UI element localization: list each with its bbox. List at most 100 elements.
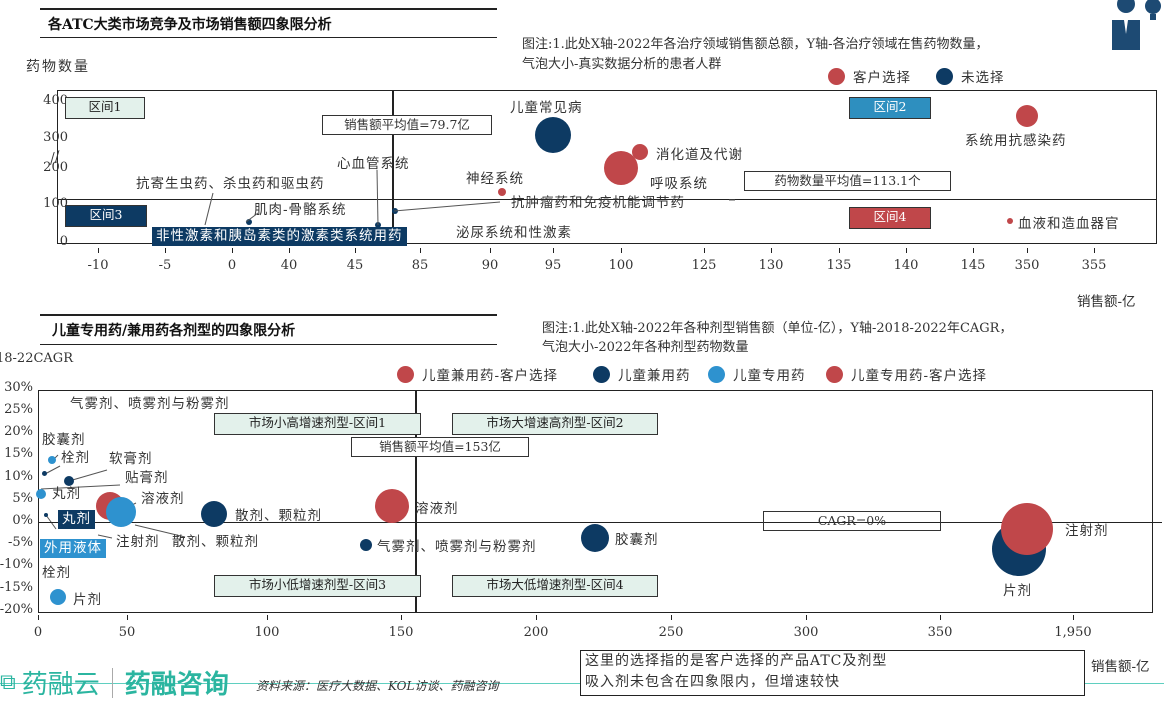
bottom-zero-line [38, 522, 1162, 523]
bubble-point [374, 489, 409, 524]
bubble-point [391, 207, 398, 214]
x-tick-mark [621, 248, 622, 253]
y-tick-label: 300 [43, 130, 68, 145]
x-tick-label: 200 [523, 625, 549, 640]
y-tick-label: -20% [0, 601, 33, 617]
bubble-point [498, 188, 507, 197]
x-tick-mark [38, 615, 39, 620]
top-y-axis-label: 药物数量 [26, 59, 90, 75]
x-tick-label: 100 [608, 258, 634, 273]
point-label-highlight: 丸剂 [58, 510, 95, 529]
quadrant-3-label: 区间3 [65, 205, 147, 227]
point-label-highlight: 外用液体 [40, 539, 106, 558]
bubble-point [106, 496, 137, 527]
point-label: 血液和造血器官 [1018, 216, 1120, 232]
x-tick-mark [401, 615, 402, 620]
y-tick-label: 20% [4, 424, 33, 440]
quadrant-1-label: 区间1 [65, 97, 145, 119]
point-label: 抗寄生虫药、杀虫药和驱虫药 [136, 176, 325, 192]
bottom-chart-title: 儿童专用药/兼用药各剂型的四象限分析 [52, 323, 296, 339]
x-tick-label: -5 [158, 258, 172, 273]
x-tick-mark [771, 248, 772, 253]
point-label: 软膏剂 [109, 451, 153, 467]
y-mean-label: CAGR=0% [763, 511, 941, 531]
point-label: 抗肿瘤药和免疫机能调节药 [511, 195, 685, 211]
x-tick-label: 125 [691, 258, 717, 273]
x-tick-mark [940, 615, 941, 620]
bubble-point [604, 150, 638, 185]
top-y-mean-line [57, 199, 1157, 200]
top-legend-customer: 客户选择 [828, 66, 911, 86]
point-label-highlight: 非性激素和胰岛素类的激素类系统用药 [152, 227, 407, 246]
point-label: 儿童常见病 [510, 100, 583, 116]
top-x-axis-label: 销售额-亿 [1077, 294, 1136, 310]
y-tick-label: -5% [7, 535, 33, 551]
y-tick-label: 200 [43, 160, 68, 175]
bubble-point [63, 475, 74, 486]
point-label: 肌肉-骨骼系统 [254, 202, 347, 218]
x-tick-label: 355 [1081, 258, 1107, 273]
top-note-line1: 图注:1.此处X轴-2022年各治疗领域销售额总额，Y轴-各治疗领域在售药物数量… [522, 37, 989, 52]
point-label: 溶液剂 [141, 491, 185, 507]
point-label: 贴膏剂 [125, 470, 169, 486]
point-label: 散剂、颗粒剂 [235, 508, 322, 524]
point-label: 呼吸系统 [650, 176, 708, 192]
x-tick-label: 1,950 [1054, 625, 1092, 640]
x-tick-label: 85 [411, 258, 429, 273]
bubble-point [360, 539, 373, 552]
y-tick-label: 400 [43, 93, 68, 108]
legend-marker [826, 365, 843, 383]
bubble-point [42, 470, 48, 476]
person-lightbulb-icon [1108, 0, 1164, 56]
x-tick-label: 145 [960, 258, 986, 273]
bottom-legend-item: 儿童专用药-客户选择 [826, 364, 987, 384]
quadrant-2-label: 区间2 [849, 97, 931, 119]
point-label: 消化道及代谢 [656, 147, 743, 163]
y-mean-label: 药物数量平均值=113.1个 [744, 171, 951, 191]
x-tick-label: 100 [254, 625, 280, 640]
legend-marker [936, 67, 953, 85]
point-label: 片剂 [73, 592, 102, 608]
bubble-point [1006, 217, 1013, 224]
point-label: 栓剂 [42, 565, 71, 581]
bubble-point [47, 455, 56, 464]
legend-marker [397, 365, 414, 383]
top-chart-title: 各ATC大类市场竞争及市场销售额四象限分析 [48, 17, 332, 33]
x-tick-label: -10 [87, 258, 109, 273]
x-tick-mark [973, 248, 974, 253]
point-label: 胶囊剂 [615, 532, 659, 548]
legend-label: 儿童专用药 [733, 368, 806, 384]
title-rule-top [40, 314, 497, 316]
y-tick-label: 100 [43, 196, 68, 211]
brand-name: 药融云 [21, 670, 100, 700]
legend-marker [828, 67, 845, 85]
bottom-plot-area [38, 390, 1153, 613]
y-tick-label: 0 [59, 234, 68, 249]
bottom-note-line1: 图注:1.此处X轴-2022年各种剂型销售额（单位-亿），Y轴-2018-202… [542, 321, 1013, 336]
legend-label: 儿童兼用药 [618, 368, 691, 384]
logo-divider [111, 667, 113, 698]
y-tick-label: 10% [4, 468, 33, 484]
point-label: 栓剂 [61, 450, 90, 466]
top-plot-area [57, 90, 1157, 244]
brand-name-consulting: 药融咨询 [124, 670, 229, 700]
x-tick-mark [127, 615, 128, 620]
legend-label: 客户选择 [853, 70, 911, 86]
bubble-point [1001, 503, 1054, 556]
y-tick-label: -10% [0, 557, 33, 573]
y-tick-label: 30% [4, 379, 33, 395]
bubble-point [201, 501, 227, 527]
y-tick-label: 5% [12, 490, 33, 506]
bubble-point [631, 143, 648, 160]
point-label: 神经系统 [466, 171, 524, 187]
x-tick-label: 300 [793, 625, 819, 640]
y-tick-label: 25% [4, 402, 33, 417]
bubble-point [535, 116, 571, 153]
bottom-legend-item: 儿童专用药 [708, 364, 806, 384]
point-label: 注射剂 [1065, 523, 1109, 539]
x-tick-mark [1094, 248, 1095, 253]
x-tick-mark [671, 615, 672, 620]
x-tick-label: 40 [280, 258, 298, 273]
point-label: 丸剂 [52, 486, 81, 502]
legend-marker [708, 365, 725, 383]
